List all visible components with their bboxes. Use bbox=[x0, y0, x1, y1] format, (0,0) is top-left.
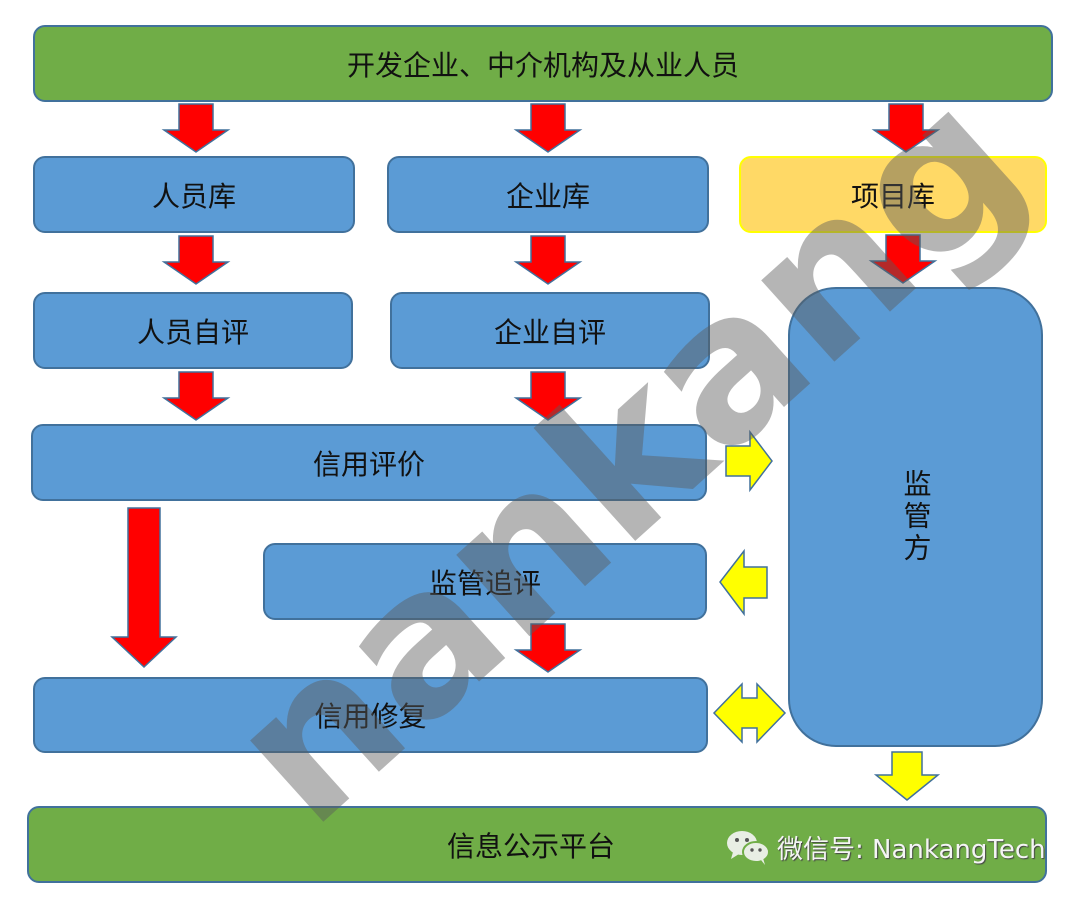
red-down-arrow bbox=[513, 371, 583, 421]
enterprise-self-eval-box: 企业自评 bbox=[390, 292, 710, 369]
credit-repair-box: 信用修复 bbox=[33, 677, 708, 753]
top-box-enterprises-agencies: 开发企业、中介机构及从业人员 bbox=[33, 25, 1053, 102]
personnel-db-box: 人员库 bbox=[33, 156, 355, 233]
red-down-arrow bbox=[161, 235, 231, 285]
credit-eval-box: 信用评价 bbox=[31, 424, 707, 501]
red-down-arrow bbox=[513, 103, 583, 153]
regulator-box: 监管方 bbox=[788, 287, 1043, 747]
red-down-arrow-long bbox=[110, 507, 178, 669]
red-down-arrow bbox=[161, 371, 231, 421]
disclosure-platform-box: 信息公示平台 bbox=[27, 806, 1047, 883]
yellow-down-arrow bbox=[873, 751, 941, 801]
wechat-id: 微信号: NankangTech bbox=[725, 828, 1046, 866]
enterprise-db-box: 企业库 bbox=[387, 156, 709, 233]
red-down-arrow bbox=[871, 103, 941, 153]
personnel-self-eval-box: 人员自评 bbox=[33, 292, 353, 369]
supervision-followup-box: 监管追评 bbox=[263, 543, 707, 620]
yellow-right-arrow bbox=[725, 429, 773, 493]
yellow-left-arrow bbox=[719, 548, 768, 617]
disclosure-platform-label: 信息公示平台 bbox=[447, 829, 616, 863]
regulator-label: 监管方 bbox=[899, 469, 933, 565]
wechat-icon bbox=[727, 831, 770, 865]
red-down-arrow bbox=[161, 103, 231, 153]
wechat-label: 微信号: NankangTech bbox=[777, 834, 1046, 865]
red-down-arrow bbox=[513, 623, 583, 673]
project-db-box: 项目库 bbox=[739, 156, 1047, 233]
red-down-arrow bbox=[513, 235, 583, 285]
red-down-arrow bbox=[868, 234, 938, 284]
yellow-double-arrow bbox=[712, 682, 787, 744]
